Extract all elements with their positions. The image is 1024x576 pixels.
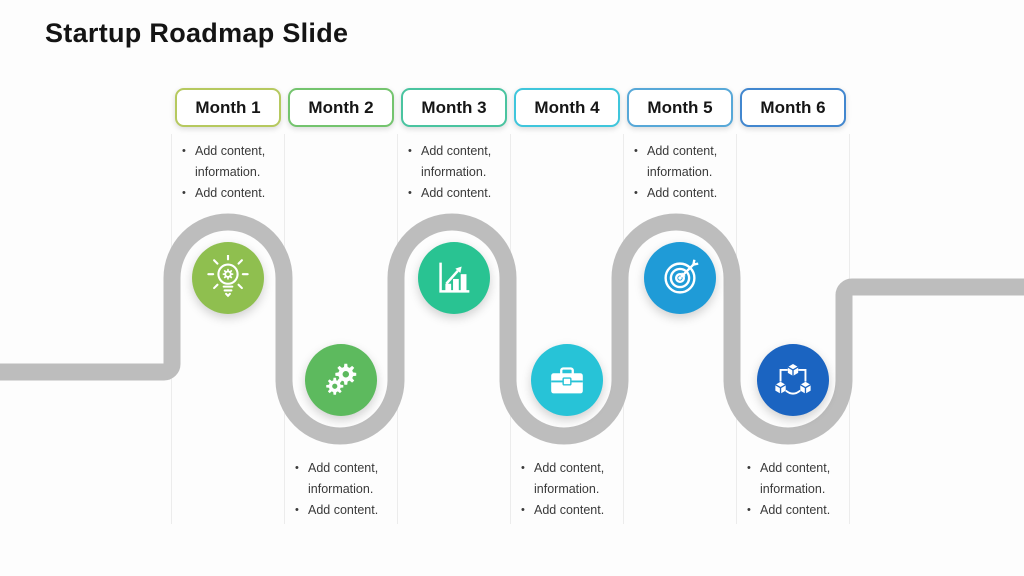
bar-chart-growth-icon <box>439 262 470 293</box>
bullet-item: Add content, information. <box>519 458 619 500</box>
bullet-item: Add content. <box>519 500 619 521</box>
bullet-item: Add content. <box>406 183 506 204</box>
month-header: Month 3 <box>401 88 507 127</box>
bullet-item: Add content. <box>180 183 280 204</box>
slide-title: Startup Roadmap Slide <box>45 18 349 48</box>
month-notes: Add content, information.Add content. <box>406 141 506 204</box>
month-header: Month 1 <box>175 88 281 127</box>
gears-icon <box>326 363 357 395</box>
bullet-item: Add content, information. <box>745 458 845 500</box>
month-header: Month 4 <box>514 88 620 127</box>
lightbulb-gear-icon <box>207 255 249 298</box>
bullet-item: Add content, information. <box>293 458 393 500</box>
briefcase-icon <box>551 367 583 394</box>
month-header: Month 5 <box>627 88 733 127</box>
bullet-item: Add content, information. <box>180 141 280 183</box>
target-arrow-icon <box>664 259 699 294</box>
month-notes: Add content, information.Add content. <box>293 458 393 521</box>
milestone-circle <box>757 344 829 416</box>
bullet-item: Add content. <box>745 500 845 521</box>
month-label: Month 6 <box>760 97 826 117</box>
milestone-circle <box>192 242 264 314</box>
roadmap-road-path <box>0 213 1024 445</box>
month-notes: Add content, information.Add content. <box>632 141 732 204</box>
month-label: Month 3 <box>421 97 487 117</box>
bullet-item: Add content, information. <box>632 141 732 183</box>
milestone-circle <box>305 344 377 416</box>
cubes-network-icon <box>775 363 811 395</box>
milestone-circle <box>418 242 490 314</box>
month-label: Month 5 <box>647 97 713 117</box>
month-notes: Add content, information.Add content. <box>180 141 280 204</box>
month-label: Month 4 <box>534 97 600 117</box>
month-header: Month 2 <box>288 88 394 127</box>
bullet-item: Add content. <box>632 183 732 204</box>
milestone-circle <box>531 344 603 416</box>
month-label: Month 1 <box>195 97 261 117</box>
month-notes: Add content, information.Add content. <box>745 458 845 521</box>
month-notes: Add content, information.Add content. <box>519 458 619 521</box>
bullet-item: Add content, information. <box>406 141 506 183</box>
milestone-circle <box>644 242 716 314</box>
month-header: Month 6 <box>740 88 846 127</box>
bullet-item: Add content. <box>293 500 393 521</box>
month-label: Month 2 <box>308 97 374 117</box>
